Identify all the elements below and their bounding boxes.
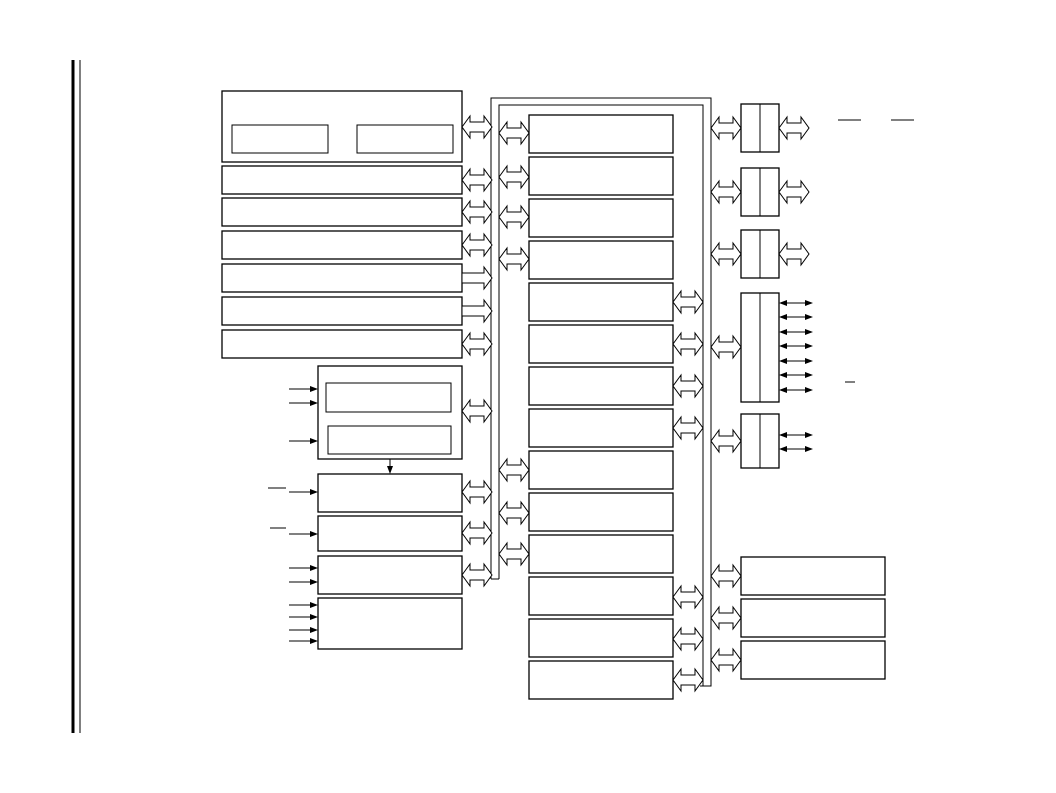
right-block-3 xyxy=(740,640,886,680)
left-block-7 xyxy=(221,329,463,359)
center-block-4 xyxy=(528,240,674,280)
right-block-2 xyxy=(740,598,886,638)
center-block-12 xyxy=(528,576,674,616)
right-ports xyxy=(740,103,780,469)
left-block-12 xyxy=(317,597,463,650)
center-block-1 xyxy=(528,114,674,154)
left-block-10 xyxy=(317,515,463,552)
center-block-7 xyxy=(528,366,674,406)
center-block-10 xyxy=(528,492,674,532)
right-block-1 xyxy=(740,556,886,596)
center-block-8 xyxy=(528,408,674,448)
center-block-9 xyxy=(528,450,674,490)
left-block-4 xyxy=(221,230,463,260)
clock-sub-block-bottom xyxy=(327,425,452,455)
center-block-13 xyxy=(528,618,674,658)
center-block-3 xyxy=(528,198,674,238)
center-block-11 xyxy=(528,534,674,574)
left-block-2 xyxy=(221,165,463,195)
left-block-5 xyxy=(221,263,463,293)
memory-sub-block-right xyxy=(356,124,454,154)
left-block-11 xyxy=(317,555,463,595)
internal-bus xyxy=(490,97,712,687)
port-pin-signals xyxy=(779,119,914,452)
clock-sub-block-top xyxy=(325,382,452,413)
center-block-6 xyxy=(528,324,674,364)
center-block-2 xyxy=(528,156,674,196)
right-bottom-blocks xyxy=(710,556,886,680)
center-blocks xyxy=(528,114,674,700)
left-blocks xyxy=(221,90,463,650)
left-block-3 xyxy=(221,197,463,227)
left-input-signals xyxy=(268,386,393,644)
center-block-5 xyxy=(528,282,674,322)
center-right-arrows xyxy=(672,290,704,692)
center-block-14 xyxy=(528,660,674,700)
memory-sub-block-left xyxy=(231,124,329,154)
center-left-arrows xyxy=(498,121,530,566)
left-block-6 xyxy=(221,296,463,326)
left-bus-arrows xyxy=(461,115,493,587)
left-block-9 xyxy=(317,473,463,513)
